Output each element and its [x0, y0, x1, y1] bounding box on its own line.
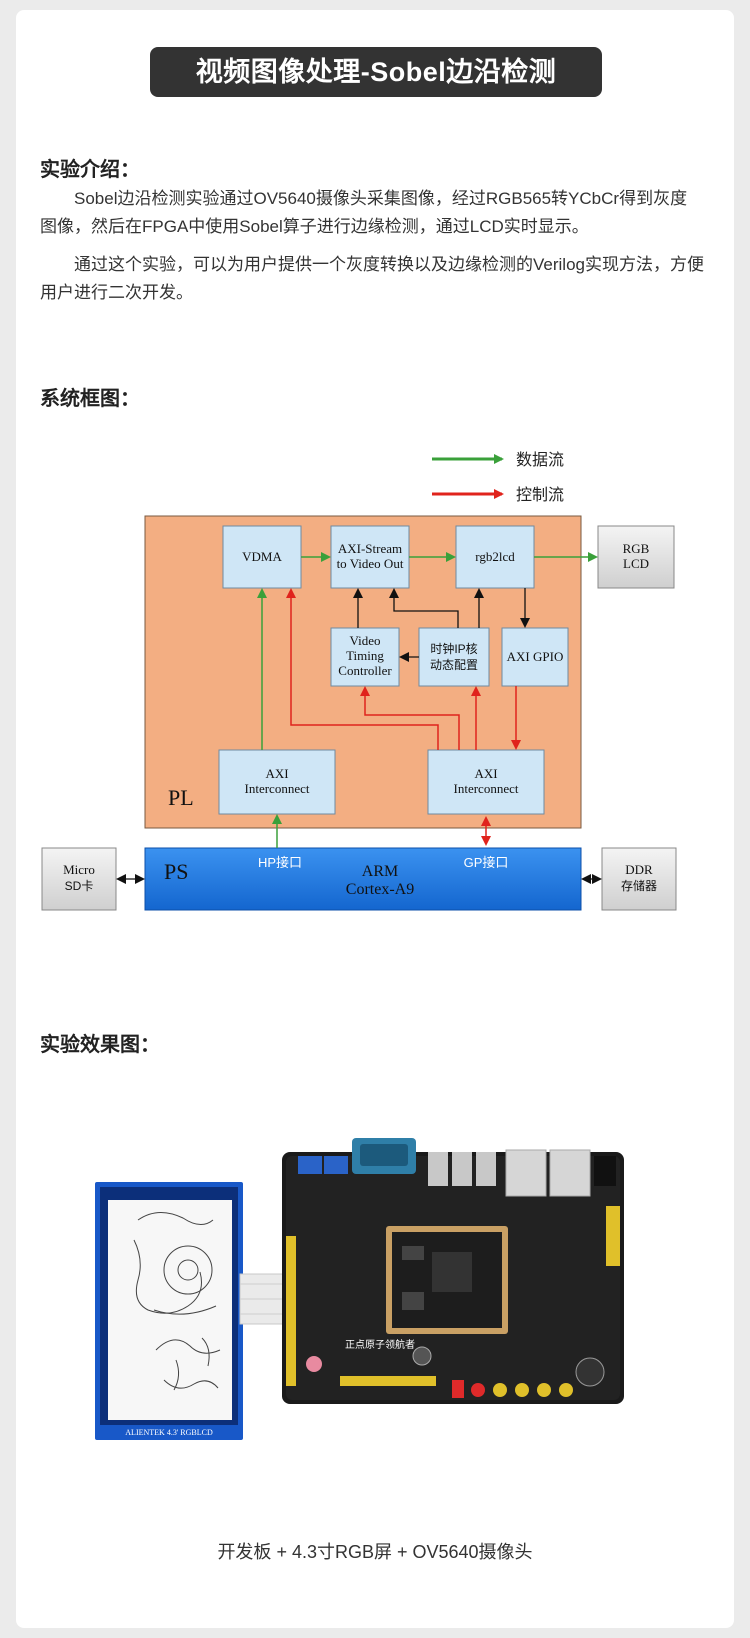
- axi-ic-gp-label-2: Interconnect: [454, 781, 519, 796]
- rgb2lcd-block: [455, 525, 535, 589]
- axi-interconnect-gp-block: [427, 749, 545, 815]
- vtc-label-1: Video: [350, 633, 381, 648]
- arrow-control-to-vdma: [286, 588, 439, 750]
- intro-paragraph-2: 通过这个实验，可以为用户提供一个灰度转换以及边缘检测的Verilog实现方法，方…: [40, 255, 704, 302]
- result-photo: ALIENTEK 4.3' RGBLCD: [95, 1138, 624, 1440]
- arrow-control-to-vtc: [360, 686, 460, 750]
- clock-ip-dynamic-config-block: [418, 627, 490, 687]
- result-heading: 实验效果图：: [40, 1034, 160, 1056]
- vdma-label: VDMA: [242, 549, 282, 564]
- rgb-lcd-label-2: LCD: [623, 556, 649, 571]
- micro-sd-label-1: Micro: [63, 862, 95, 877]
- ddr-block: [601, 847, 677, 911]
- page-card: 视频图像处理-Sobel边沿检测 实验介绍： Sobel边沿检测实验通过OV56…: [16, 10, 734, 1628]
- axi-gpio-block: [501, 627, 569, 687]
- intro-heading: 实验介绍：: [40, 159, 140, 181]
- axi-ic-hp-label-2: Interconnect: [245, 781, 310, 796]
- lcd-module: ALIENTEK 4.3' RGBLCD: [95, 1182, 243, 1440]
- pl-label: PL: [168, 785, 194, 810]
- page-title: 视频图像处理-Sobel边沿检测: [150, 47, 602, 97]
- legend-data-label: 数据流: [516, 451, 564, 469]
- lcd-screen: [108, 1200, 232, 1420]
- block-diagram-heading: 系统框图：: [40, 388, 140, 410]
- axis-to-video-out-label-2: to Video Out: [337, 556, 404, 571]
- ps-label: PS: [164, 859, 188, 884]
- axis-to-video-out-block: [330, 525, 410, 589]
- axi-ic-gp-label-1: AXI: [474, 766, 497, 781]
- hp-port-label: HP接口: [258, 855, 302, 870]
- axi-gpio-label: AXI GPIO: [507, 649, 564, 664]
- vtc-label-2: Timing: [346, 648, 384, 663]
- lcd-module-label: ALIENTEK 4.3' RGBLCD: [125, 1428, 213, 1437]
- ps-core-line1: ARM: [362, 863, 398, 880]
- system-block-diagram: 数据流 控制流 PL PS ARM Cortex-A9 HP接口 GP接口 VD…: [41, 451, 677, 911]
- vtc-label-3: Controller: [338, 663, 392, 678]
- clock-ip-label-2: 动态配置: [430, 658, 478, 672]
- arrow-clock-to-axis: [389, 588, 459, 628]
- axi-interconnect-hp-block: [218, 749, 336, 815]
- rgb-lcd-block: [597, 525, 675, 589]
- board-brand-label: 正点原子领航者: [345, 1338, 415, 1351]
- video-timing-controller-block: [330, 627, 400, 687]
- axis-to-video-out-label-1: AXI-Stream: [338, 541, 402, 556]
- result-caption: 开发板 + 4.3寸RGB屏 + OV5640摄像头: [217, 1542, 533, 1562]
- ps-region: [144, 847, 582, 911]
- gp-port-label: GP接口: [464, 855, 509, 870]
- ps-core-line2: Cortex-A9: [346, 881, 414, 898]
- ddr-label-1: DDR: [625, 862, 653, 877]
- ddr-label-2: 存储器: [621, 878, 657, 893]
- development-board: 正点原子领航者: [282, 1138, 624, 1404]
- clock-ip-label-1: 时钟IP核: [430, 641, 477, 656]
- axi-ic-hp-label-1: AXI: [265, 766, 288, 781]
- rgb-lcd-label-1: RGB: [623, 541, 650, 556]
- intro-paragraph-1: Sobel边沿检测实验通过OV5640摄像头采集图像，经过RGB565转YCbC…: [40, 189, 688, 236]
- rgb2lcd-label: rgb2lcd: [475, 549, 515, 564]
- micro-sd-label-2: SD卡: [65, 879, 94, 893]
- legend-control-label: 控制流: [516, 486, 564, 504]
